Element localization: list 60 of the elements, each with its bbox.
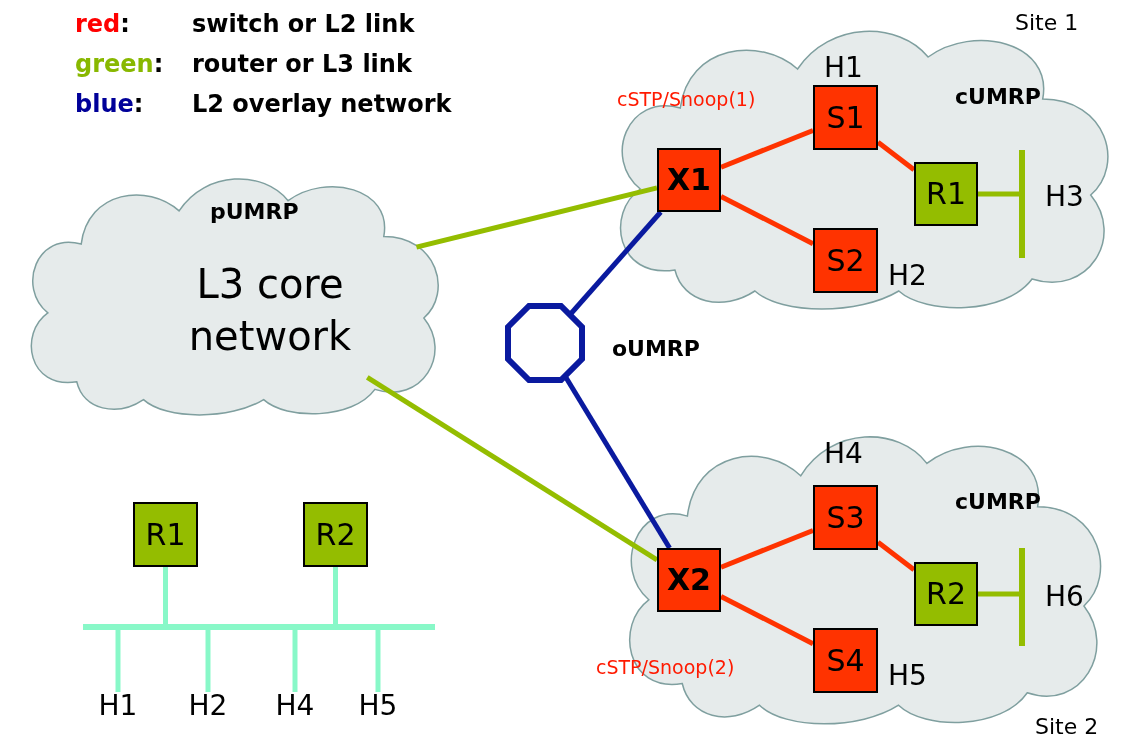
- node-label: S4: [826, 645, 865, 676]
- node-label: S3: [826, 502, 865, 533]
- link-line: [978, 191, 1022, 197]
- side-label: Site 2: [1035, 716, 1099, 738]
- legend-key: green:: [75, 48, 192, 80]
- legend-text: router or L3 link: [192, 49, 413, 80]
- cloud-title: cUMRP: [955, 488, 1041, 516]
- router-box: [914, 162, 978, 226]
- link-line: [415, 185, 658, 250]
- side-label: H1: [824, 54, 863, 82]
- side-label: H5: [888, 662, 927, 690]
- host-name: H4: [275, 692, 315, 720]
- link-line: [720, 528, 814, 570]
- router-box: [133, 502, 198, 567]
- link-line: [720, 128, 814, 170]
- node-label: R1: [145, 519, 186, 550]
- host-name: H2: [188, 692, 228, 720]
- router-box: [303, 502, 368, 567]
- host-name: H1: [98, 692, 138, 720]
- link-line: [719, 194, 815, 246]
- link-line: [876, 540, 916, 572]
- link-line: [375, 627, 381, 692]
- node-label: S1: [826, 102, 865, 133]
- protocol-label: cSTP/Snoop(1): [617, 90, 756, 109]
- link-line: [333, 567, 338, 627]
- link-line: [205, 627, 211, 692]
- link-line: [115, 627, 121, 692]
- link-line: [292, 627, 298, 692]
- link-line: [562, 374, 672, 550]
- link-line: [876, 140, 916, 172]
- legend-key: red:: [75, 8, 192, 40]
- side-label: H2: [888, 262, 927, 290]
- node-label: X1: [667, 165, 711, 195]
- legend-key: blue:: [75, 88, 192, 120]
- side-label: H4: [824, 440, 863, 468]
- link-line: [163, 567, 168, 627]
- router-box: [914, 562, 978, 626]
- link-line: [978, 591, 1022, 597]
- side-label: oUMRP: [612, 338, 700, 360]
- protocol-label: cSTP/Snoop(2): [596, 658, 735, 677]
- cloud-title: cUMRP: [955, 83, 1041, 111]
- link-line: [365, 375, 659, 562]
- lan-bus-bar: [83, 624, 435, 630]
- cloud-title: pUMRP: [210, 198, 299, 226]
- switch-box: [657, 548, 721, 612]
- legend-text: L2 overlay network: [192, 89, 452, 120]
- side-label: H3: [1045, 183, 1084, 211]
- host-name: H5: [358, 692, 398, 720]
- link-line: [568, 210, 663, 317]
- switch-box: [657, 148, 721, 212]
- node-label: R2: [315, 519, 356, 550]
- node-label: X2: [667, 565, 711, 595]
- link-line: [719, 594, 815, 646]
- side-label: Site 1: [1015, 12, 1079, 34]
- node-label: R2: [926, 579, 966, 609]
- node-label: S2: [826, 245, 865, 276]
- side-label: H6: [1045, 583, 1084, 611]
- legend-text: switch or L2 link: [192, 9, 416, 40]
- node-label: R1: [926, 179, 966, 209]
- cloud-text: L3 core network: [187, 260, 353, 361]
